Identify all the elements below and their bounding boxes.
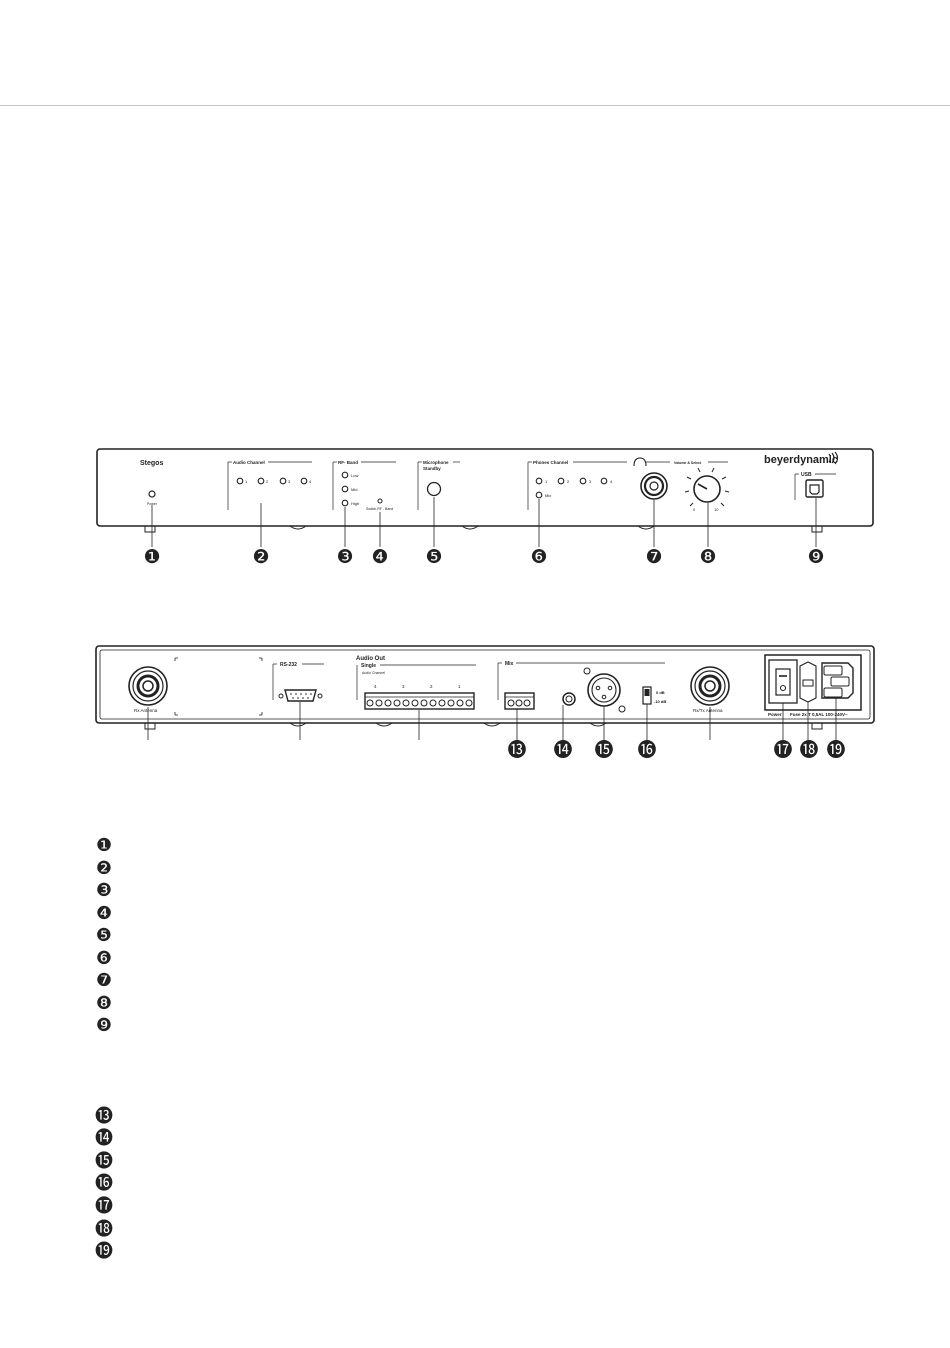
power-led — [148, 490, 156, 498]
power-label: Power — [147, 502, 158, 506]
callout-19: ⓳ — [826, 739, 845, 761]
phones-channel-3: 3 — [589, 479, 592, 484]
mix-terminal-block — [504, 692, 535, 710]
single-terminal-block — [364, 692, 475, 710]
audio-channel-label: Audio Channel — [233, 460, 265, 465]
audio-channel-leds: 1 2 3 4 — [236, 477, 312, 485]
audio-channel-4: 4 — [309, 479, 312, 484]
callout-13: ⓭ — [507, 739, 526, 761]
legend-group-1: ❶ ❷ ❸ ❹ ❺ ❻ ❼ ❽ ❾ — [96, 835, 112, 1035]
mix-jack — [562, 692, 576, 706]
rear-panel: Rx Antenna RS-232 Audio Out Single Audio… — [95, 645, 875, 740]
front-callout-leaders — [151, 497, 817, 547]
callout-16: ⓰ — [637, 739, 656, 761]
switch-rf-label: Switch RF - Band — [366, 507, 393, 511]
rear-channel-3: 3 — [402, 684, 405, 689]
callout-3: ❸ — [336, 547, 353, 568]
level-minus10db: -10 dB — [654, 699, 666, 704]
audio-channel-3: 3 — [288, 479, 291, 484]
usb-label: USB — [801, 472, 812, 478]
phones-channel-label: Phones Channel — [533, 460, 568, 465]
callout-14: ⓮ — [553, 739, 572, 761]
front-panel: Stegos Power Audio Channel 1 2 3 4 RF- B… — [96, 448, 874, 547]
legend-13: ⓭ — [95, 1106, 113, 1126]
phones-channel-2: 2 — [567, 479, 570, 484]
rf-band-mid: Mid — [351, 487, 357, 492]
legend-3: ❸ — [96, 880, 112, 900]
rear-callout-leaders — [147, 698, 837, 740]
model-label: Stegos — [140, 460, 163, 467]
callout-9: ❾ — [807, 547, 824, 568]
legend-7: ❼ — [96, 970, 112, 990]
front-callouts: ❶ ❷ ❸ ❹ ❺ ❻ ❼ ❽ ❾ — [143, 547, 824, 568]
rear-audio-channel-label: Audio Channel — [362, 671, 385, 675]
phones-channel-1: 1 — [545, 479, 548, 484]
legend-2: ❷ — [96, 858, 112, 878]
legend-14: ⓮ — [95, 1128, 113, 1148]
rx-antenna-label: Rx Antenna — [134, 708, 158, 713]
top-rule — [0, 105, 950, 106]
phones-mix-label: Mix — [545, 493, 551, 498]
callout-2: ❷ — [252, 547, 269, 568]
legend-19: ⓳ — [95, 1241, 113, 1261]
rf-band-low: Low — [351, 473, 358, 478]
brand-logo-waves — [828, 451, 839, 465]
audio-channel-1: 1 — [245, 479, 248, 484]
callout-8: ❽ — [699, 547, 716, 568]
audio-channel-2: 2 — [266, 479, 269, 484]
legend-4: ❹ — [96, 903, 112, 923]
callout-7: ❼ — [645, 547, 662, 568]
rf-band-high: High — [351, 501, 359, 506]
legend-group-2: ⓭ ⓮ ⓯ ⓰ ⓱ ⓲ ⓳ — [95, 1106, 113, 1261]
mic-standby-label-2: Standby — [423, 466, 441, 471]
rf-band-label: RF- Band — [338, 460, 358, 465]
volume-label: Volume & Select — [674, 461, 702, 465]
callout-5: ❺ — [425, 547, 442, 568]
mic-standby-button — [426, 481, 442, 497]
rear-channel-4: 4 — [374, 684, 377, 689]
rs232-connector — [278, 689, 323, 702]
volume-max: 10 — [714, 507, 719, 512]
legend-16: ⓰ — [95, 1173, 113, 1193]
volume-min: 0 — [693, 507, 696, 512]
legend-6: ❻ — [96, 948, 112, 968]
volume-knob — [684, 467, 730, 507]
single-label: Single — [361, 663, 376, 669]
rear-power-label: Power — [768, 712, 782, 717]
legend-18: ⓲ — [95, 1219, 113, 1239]
level-0db: 0 dB — [656, 690, 665, 695]
switch-rf-button — [377, 498, 383, 504]
headphone-icon — [633, 457, 647, 467]
legend-8: ❽ — [96, 993, 112, 1013]
mic-standby-label-1: Microphone — [423, 460, 449, 465]
legend-1: ❶ — [96, 835, 112, 855]
rear-channel-1: 1 — [458, 684, 461, 689]
fuse-label: Fuse 2x T 0,5AL 100-240V~ — [790, 712, 848, 717]
legend-9: ❾ — [96, 1015, 112, 1035]
rear-callouts: ⓭ ⓮ ⓯ ⓰ ⓱ ⓲ ⓳ — [507, 739, 845, 761]
legend-15: ⓯ — [95, 1151, 113, 1171]
callout-6: ❻ — [530, 547, 547, 568]
rear-mix-label: Mix — [505, 661, 514, 667]
rxtx-antenna-label: Rx/Tx Antenna — [693, 708, 723, 713]
callout-4: ❹ — [371, 547, 388, 568]
phones-channel-4: 4 — [610, 479, 613, 484]
headphone-jack — [640, 472, 668, 500]
usb-port — [805, 479, 824, 498]
legend-17: ⓱ — [95, 1196, 113, 1216]
callout-18: ⓲ — [799, 739, 818, 761]
callout-1: ❶ — [143, 547, 160, 568]
rear-channel-2: 2 — [430, 684, 433, 689]
callout-17: ⓱ — [773, 739, 792, 761]
legend-5: ❺ — [96, 925, 112, 945]
brand-logo: beyerdynamic — [764, 454, 838, 466]
audio-out-label: Audio Out — [356, 656, 385, 662]
rs232-label: RS-232 — [280, 662, 297, 668]
callout-15: ⓯ — [594, 739, 613, 761]
